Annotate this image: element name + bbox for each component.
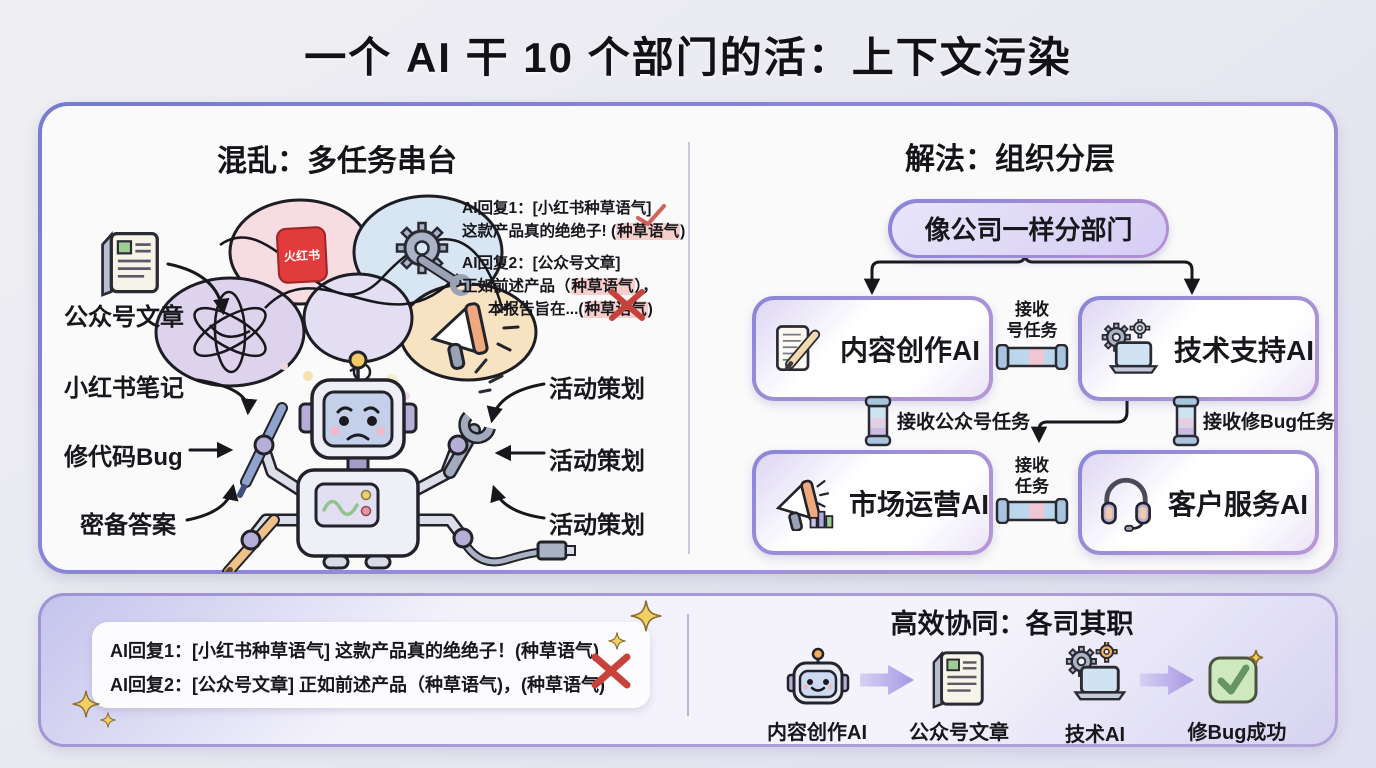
check-badge-icon bbox=[1208, 649, 1264, 704]
reply-example-line2: AI回复2：[公众号文章] 正如前述产品（种草语气)，(种草语气) bbox=[110, 675, 605, 695]
flow-label-content-ai: 内容创作AI bbox=[767, 722, 867, 744]
headset-icon bbox=[1101, 477, 1151, 532]
reply-example-line1: AI回复1：[小红书种草语气] 这款产品真的绝绝子！(种草语气) bbox=[110, 641, 599, 661]
sparkle-icon bbox=[608, 632, 626, 650]
efficiency-heading: 高效协同：各司其职 bbox=[890, 609, 1134, 639]
reply-example-box: AI回复1：[小红书种草语气] 这款产品真的绝绝子！(种草语气) AI回复2：[… bbox=[92, 622, 650, 708]
pipe-label-top-mid: 接收 号任务 bbox=[1006, 300, 1058, 340]
task-label-event-2: 活动策划 bbox=[549, 448, 645, 475]
dept-box-service-ai: 客户服务AI bbox=[1078, 450, 1319, 555]
task-label-answers: 密备答案 bbox=[80, 512, 176, 539]
page-title: 一个 AI 干 10 个部门的活：上下文污染 bbox=[304, 34, 1072, 81]
pipe-icon-horizontal-bottom bbox=[995, 498, 1069, 524]
xiaohongshu-parody-badge: 火红书 bbox=[275, 225, 329, 285]
megaphone-chart-icon bbox=[775, 479, 834, 531]
dept-label-marketing-ai: 市场运营AI bbox=[848, 488, 989, 520]
gears-laptop-icon bbox=[1065, 642, 1127, 701]
task-label-event-1: 活动策划 bbox=[549, 376, 645, 403]
newspaper-icon bbox=[101, 231, 159, 297]
bottom-divider bbox=[687, 614, 689, 716]
panel-divider bbox=[688, 142, 690, 554]
sparkle-icon bbox=[72, 690, 100, 718]
dept-label-content-ai: 内容创作AI bbox=[840, 334, 981, 366]
app-badge-label: 火红书 bbox=[283, 247, 321, 264]
red-x-icon bbox=[609, 289, 645, 321]
tone-highlight: 种草语气 bbox=[616, 223, 681, 240]
red-slash-icon bbox=[636, 204, 666, 226]
pipe-icon-vertical-left bbox=[864, 395, 892, 447]
dept-box-marketing-ai: 市场运营AI bbox=[752, 450, 993, 555]
pipe-icon-vertical-right bbox=[1172, 395, 1200, 447]
pipe-label-right: 接收修Bug任务 bbox=[1203, 412, 1335, 433]
pipe-icon-horizontal-top bbox=[995, 344, 1069, 370]
task-label-gongzhonghao: 公众号文章 bbox=[64, 304, 184, 331]
pipe-label-left: 接收公众号任务 bbox=[897, 412, 1031, 433]
robot-face-icon bbox=[786, 647, 850, 705]
flow-label-article: 公众号文章 bbox=[909, 722, 1009, 744]
sparkle-icon bbox=[100, 712, 116, 728]
chaos-heading: 混乱：多任务串台 bbox=[217, 145, 457, 178]
task-label-xiaohongshu: 小红书笔记 bbox=[64, 375, 184, 402]
annotation-reply1-body: 这款产品真的绝绝子! (种草语气) bbox=[462, 223, 686, 240]
dept-box-tech-ai: 技术支持AI bbox=[1078, 296, 1319, 401]
annotation-reply2-header: AI回复2：[公众号文章] bbox=[462, 255, 621, 272]
task-label-fix-bug: 修代码Bug bbox=[64, 444, 183, 471]
gears-laptop-icon bbox=[1101, 318, 1159, 374]
newspaper-icon bbox=[932, 650, 984, 709]
task-label-event-3: 活动策划 bbox=[549, 512, 645, 539]
annotation-reply1-header: AI回复1：[小红书种草语气] bbox=[462, 200, 652, 217]
root-node: 像公司一样分部门 bbox=[888, 199, 1169, 258]
root-node-label: 像公司一样分部门 bbox=[891, 202, 1166, 255]
annotation-reply2-body2: 本报告旨在...(种草语气) bbox=[488, 301, 653, 318]
tone-highlight: 种草语气 bbox=[570, 278, 635, 295]
ai-reply-annotation: AI回复1：[小红书种草语气] 这款产品真的绝绝子! (种草语气) AI回复2：… bbox=[462, 197, 685, 321]
solution-heading: 解法：组织分层 bbox=[905, 143, 1115, 176]
dept-label-service-ai: 客户服务AI bbox=[1168, 488, 1309, 520]
dept-box-content-ai: 内容创作AI bbox=[752, 296, 993, 401]
dept-label-tech-ai: 技术支持AI bbox=[1174, 334, 1315, 366]
red-x-icon bbox=[591, 653, 631, 689]
document-pencil-icon bbox=[776, 324, 821, 371]
flow-label-tech-ai: 技术AI bbox=[1065, 724, 1125, 746]
flow-label-bug-fixed: 修Bug成功 bbox=[1187, 722, 1287, 744]
annotation-reply2-body: 正如前述产品（种草语气）， bbox=[462, 278, 658, 295]
sparkle-icon bbox=[630, 600, 662, 632]
pipe-label-bottom-mid: 接收 任务 bbox=[1015, 456, 1049, 496]
